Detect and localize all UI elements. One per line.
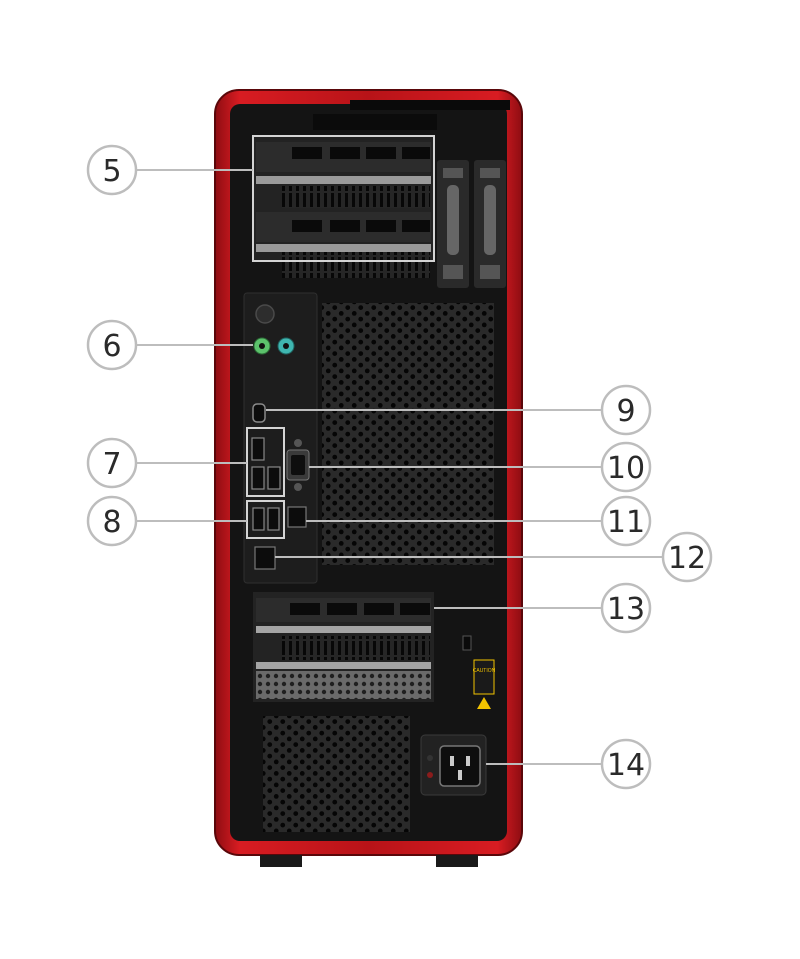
warning-triangle-icon [477, 697, 491, 709]
callout-circle [661, 531, 713, 583]
lower-vent [263, 716, 410, 832]
top-handle [350, 100, 510, 110]
main-vent [322, 303, 494, 565]
usb-a-port[interactable] [267, 507, 280, 531]
callout-circle [86, 144, 138, 196]
usb-ports-group-8 [246, 500, 285, 539]
callout-circle [86, 495, 138, 547]
security-lock-slot[interactable] [462, 635, 472, 651]
ethernet-port-lower[interactable] [254, 546, 276, 570]
usb-ports-group-7 [246, 427, 285, 497]
callout-number: 13 [607, 592, 645, 627]
callout-circle [600, 582, 652, 634]
callout-number: 7 [102, 447, 121, 482]
callout-5-frame [252, 135, 435, 262]
callout-circle [86, 437, 138, 489]
callout-number: 9 [616, 394, 635, 429]
top-vent [313, 114, 437, 130]
callout-number: 10 [607, 451, 645, 486]
callouts: 5 6 7 8 9 10 11 12 13 14 [86, 144, 713, 790]
callout-8-frame [246, 500, 285, 539]
foot-left [260, 855, 302, 867]
callout-circle [600, 738, 652, 790]
usb-a-port[interactable] [267, 466, 281, 490]
power-button[interactable] [255, 304, 275, 324]
gpu-card-lower [256, 212, 431, 278]
io-panel [243, 292, 318, 584]
usb-c-port[interactable] [252, 403, 266, 423]
callout-number: 8 [102, 505, 121, 540]
caution-text: CAUTION [473, 668, 496, 674]
caution-label: CAUTION [473, 659, 496, 709]
callout-circle [600, 495, 652, 547]
serial-port[interactable] [286, 439, 310, 491]
cable-clips [437, 160, 506, 288]
callout-number: 5 [102, 154, 121, 189]
callout-number: 6 [102, 329, 121, 364]
callout-number: 12 [668, 541, 706, 576]
callout-circle [600, 384, 652, 436]
power-inlet[interactable] [420, 734, 487, 796]
callout-number: 14 [607, 748, 645, 783]
ethernet-port-upper[interactable] [287, 506, 307, 528]
foot-right [436, 855, 478, 867]
usb-a-port[interactable] [251, 466, 265, 490]
usb-a-port[interactable] [251, 437, 265, 461]
callout-circle [86, 319, 138, 371]
callout-number: 11 [607, 505, 645, 540]
top-expansion-slots [252, 135, 435, 278]
usb-a-port[interactable] [252, 507, 265, 531]
callout-circle [600, 441, 652, 493]
lower-expansion-slots [253, 592, 434, 702]
gpu-card-upper [256, 142, 431, 208]
